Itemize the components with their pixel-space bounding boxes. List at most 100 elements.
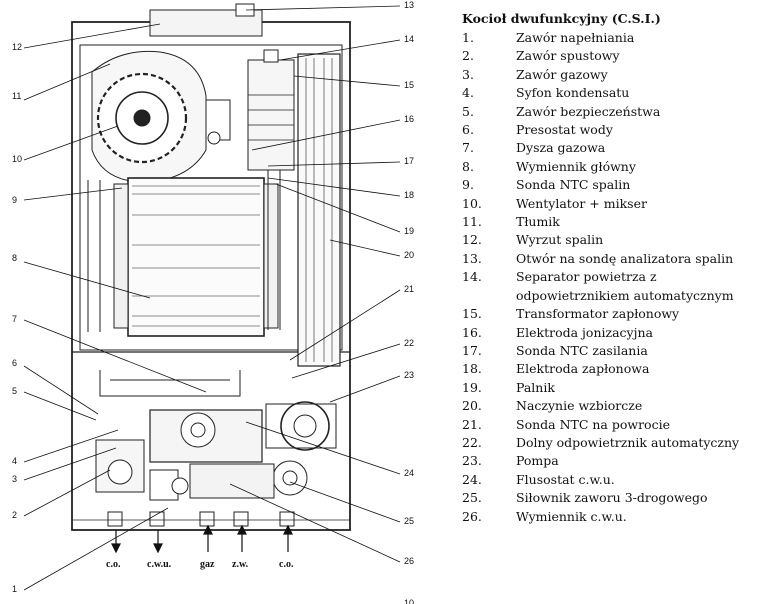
legend-title: Kocioł dwufunkcyjny (C.S.I.) bbox=[462, 11, 661, 26]
legend-item-text: Naczynie wzbiorcze bbox=[516, 398, 643, 414]
legend-item-number: 12. bbox=[462, 232, 482, 248]
legend-item-number: 6. bbox=[462, 122, 474, 138]
callout-20: 20 bbox=[404, 250, 414, 260]
callout-17: 17 bbox=[404, 156, 414, 166]
legend-item-number: 23. bbox=[462, 453, 482, 469]
legend-item-number: 20. bbox=[462, 398, 482, 414]
page-number-fragment: 10 bbox=[404, 598, 414, 604]
callout-14: 14 bbox=[404, 34, 414, 44]
legend-item: 12.Wyrzut spalin bbox=[462, 231, 768, 249]
legend-item-text: Sonda NTC zasilania bbox=[516, 342, 648, 358]
legend-item-text: Wymiennik c.w.u. bbox=[516, 508, 627, 524]
legend-item-number: 21. bbox=[462, 416, 482, 432]
callout-6: 6 bbox=[12, 358, 17, 368]
callout-23: 23 bbox=[404, 370, 414, 380]
callout-2: 2 bbox=[12, 510, 17, 520]
callout-12: 12 bbox=[12, 42, 22, 52]
legend-item-text: Pompa bbox=[516, 453, 559, 469]
connection-label-cwu: c.w.u. bbox=[147, 559, 172, 570]
legend-item-text: Zawór bezpieczeństwa bbox=[516, 103, 661, 119]
legend-item: 17. Sonda NTC zasilania bbox=[462, 342, 768, 360]
legend-item: 13. Otwór na sondę analizatora spalin bbox=[462, 250, 768, 268]
legend-item-number: 22. bbox=[462, 434, 482, 450]
legend-item-text: Wymiennik główny bbox=[516, 158, 636, 174]
legend-item: 4.Syfon kondensatu bbox=[462, 84, 768, 102]
legend-item-number: 26. bbox=[462, 508, 482, 524]
callout-25: 25 bbox=[404, 516, 414, 526]
legend-item: 9.Sonda NTC spalin bbox=[462, 176, 768, 194]
legend-item-number: 14. bbox=[462, 269, 482, 285]
legend-item: 1. Zawór napełniania bbox=[462, 29, 768, 47]
legend-item: 5.Zawór bezpieczeństwa bbox=[462, 103, 768, 121]
pump bbox=[280, 401, 330, 451]
legend-item-number: 17. bbox=[462, 342, 482, 358]
callout-11: 11 bbox=[12, 91, 21, 101]
legend-item: 10. Wentylator + mikser bbox=[462, 195, 768, 213]
legend-item: 25. Siłownik zaworu 3-drogowego bbox=[462, 489, 768, 507]
legend-item-text: Tłumik bbox=[516, 214, 560, 230]
legend-item-text: Elektroda jonizacyjna bbox=[516, 324, 653, 340]
legend-item-number: 19. bbox=[462, 379, 482, 395]
legend-item: 22. Dolny odpowietrznik automatyczny bbox=[462, 434, 768, 452]
legend-item-text: Palnik bbox=[516, 379, 555, 395]
expansion-vessel bbox=[297, 53, 341, 367]
callout-8: 8 bbox=[12, 253, 17, 263]
legend-item: 16. Elektroda jonizacyjna bbox=[462, 324, 768, 342]
legend-item: 15.Transformator zapłonowy bbox=[462, 305, 768, 323]
legend-item-number: 15. bbox=[462, 306, 482, 322]
legend-item-text: Siłownik zaworu 3-drogowego bbox=[516, 490, 708, 506]
connection-label-zw: z.w. bbox=[232, 559, 249, 570]
legend-item-number: 13. bbox=[462, 250, 482, 266]
legend-item-number: 8. bbox=[462, 158, 474, 174]
callout-22: 22 bbox=[404, 338, 414, 348]
main-heat-exchanger bbox=[127, 177, 265, 337]
callout-5: 5 bbox=[12, 386, 17, 396]
legend-item-number: 11. bbox=[462, 214, 482, 230]
legend-item-text: Zawór spustowy bbox=[516, 48, 620, 64]
gas-valve bbox=[180, 412, 216, 448]
legend-item-number: 24. bbox=[462, 471, 482, 487]
legend-item-text: Sonda NTC na powrocie bbox=[516, 416, 670, 432]
dhw-exchanger bbox=[189, 463, 275, 499]
legend-item-number: 3. bbox=[462, 66, 474, 82]
legend-item-text: Separator powietrza z odpowietrznikiem a… bbox=[516, 269, 734, 303]
return-pipe bbox=[99, 370, 241, 397]
connection-label-gaz: gaz bbox=[200, 559, 215, 570]
callout-15: 15 bbox=[404, 80, 414, 90]
legend-item-text: Flusostat c.w.u. bbox=[516, 471, 615, 487]
callout-18: 18 bbox=[404, 190, 414, 200]
callout-3: 3 bbox=[12, 474, 17, 484]
legend-item: 6.Presostat wody bbox=[462, 121, 768, 139]
callout-4: 4 bbox=[12, 456, 17, 466]
legend-item: 8. Wymiennik główny bbox=[462, 158, 768, 176]
boiler-inner-frame bbox=[79, 44, 343, 351]
legend-item: 20. Naczynie wzbiorcze bbox=[462, 397, 768, 415]
legend-item-text: Dysza gazowa bbox=[516, 140, 606, 156]
legend-item-number: 2. bbox=[462, 48, 474, 64]
legend-item-text: Otwór na sondę analizatora spalin bbox=[516, 250, 734, 266]
callout-1: 1 bbox=[12, 584, 17, 594]
legend-item-number: 16. bbox=[462, 324, 482, 340]
legend-item-text: Dolny odpowietrznik automatyczny bbox=[516, 434, 740, 450]
legend-item-number: 7. bbox=[462, 140, 474, 156]
legend-item-text: Wentylator + mikser bbox=[516, 195, 647, 211]
legend-item-text: Zawór napełniania bbox=[516, 30, 635, 45]
diverter-actuator bbox=[272, 460, 308, 496]
callout-26: 26 bbox=[404, 556, 414, 566]
legend-item: 11. Tłumik bbox=[462, 213, 768, 231]
callout-7: 7 bbox=[12, 314, 17, 324]
legend-item: 24. Flusostat c.w.u. bbox=[462, 471, 768, 489]
legend-item-number: 10. bbox=[462, 195, 482, 211]
component-legend: Kocioł dwufunkcyjny (C.S.I.) 1. Zawór nap… bbox=[462, 10, 768, 526]
callout-9: 9 bbox=[12, 195, 17, 205]
legend-item-number: 1. bbox=[462, 30, 474, 45]
legend-item-number: 4. bbox=[462, 85, 474, 101]
legend-item: 3.Zawór gazowy bbox=[462, 66, 768, 84]
callout-10: 10 bbox=[12, 154, 22, 164]
legend-item: 2. Zawór spustowy bbox=[462, 47, 768, 65]
callout-13: 13 bbox=[404, 0, 414, 10]
legend-item: 26. Wymiennik c.w.u. bbox=[462, 508, 768, 526]
legend-item-number: 25. bbox=[462, 490, 482, 506]
legend-item-text: Sonda NTC spalin bbox=[516, 177, 631, 193]
